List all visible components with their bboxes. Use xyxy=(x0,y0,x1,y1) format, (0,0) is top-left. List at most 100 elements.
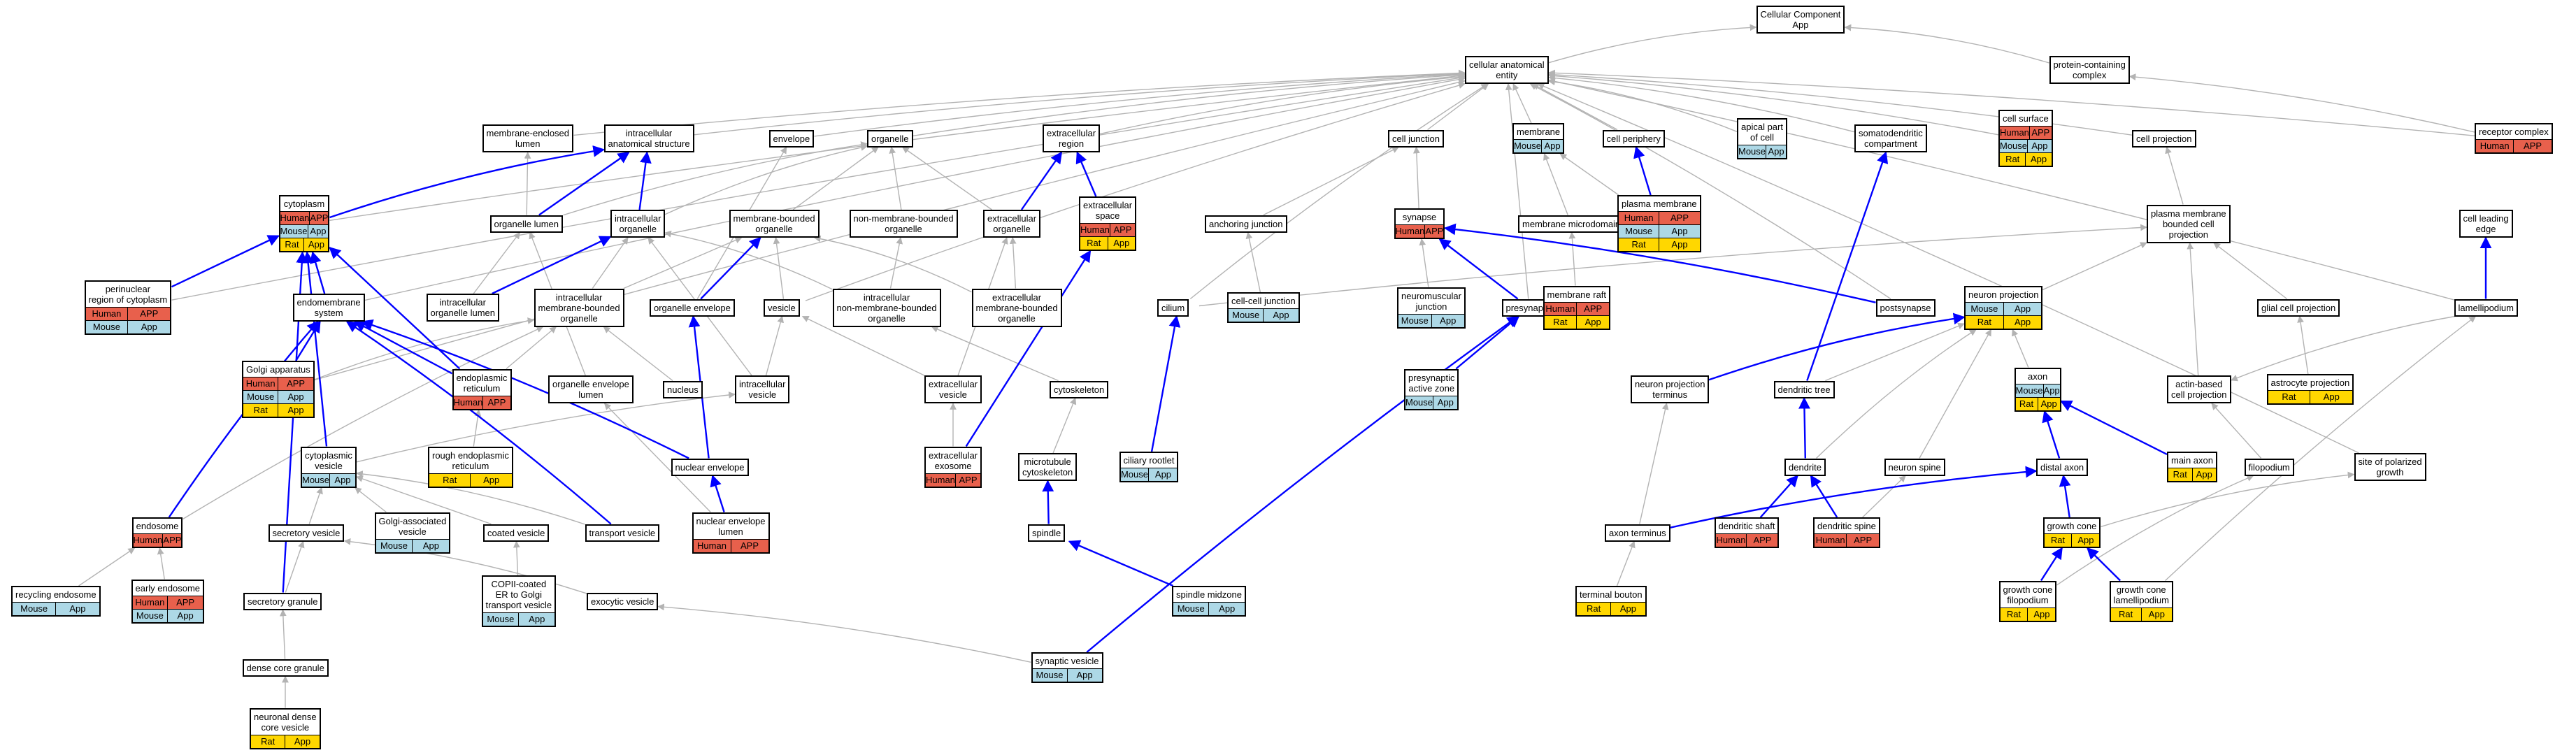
node-exmbo[interactable]: extracellular membrane-bounded organelle xyxy=(971,288,1062,327)
node-ns[interactable]: neuron spine xyxy=(1884,458,1945,476)
node-nmbo[interactable]: non-membrane-bounded organelle xyxy=(849,210,958,238)
node-nuc[interactable]: nucleus xyxy=(663,380,703,398)
node-da[interactable]: distal axon xyxy=(2036,458,2089,476)
node-copii[interactable]: COPII-coated ER to Golgi transport vesic… xyxy=(481,575,557,627)
node-ias[interactable]: intracellular anatomical structure xyxy=(603,124,694,152)
node-sv[interactable]: secretory vesicle xyxy=(268,524,345,542)
node-exv[interactable]: extracellular vesicle xyxy=(924,375,982,403)
node-ems[interactable]: endomembrane system xyxy=(292,294,365,322)
node-abcp[interactable]: actin-based cell projection xyxy=(2167,375,2231,403)
node-fil[interactable]: filopodium xyxy=(2244,458,2294,476)
node-inmbo[interactable]: intracellular non-membrane-bounded organ… xyxy=(832,288,941,327)
node-ves[interactable]: vesicle xyxy=(764,299,800,317)
is-a-edge xyxy=(931,326,1059,382)
node-exo[interactable]: extracellular organelle xyxy=(983,210,1041,238)
node-pmbcp[interactable]: plasma membrane bounded cell projection xyxy=(2147,204,2231,243)
node-mbo[interactable]: membrane-bounded organelle xyxy=(729,210,820,238)
node-cp[interactable]: cell periphery xyxy=(1602,129,1665,148)
node-iv[interactable]: intracellular vesicle xyxy=(735,375,790,403)
node-iol[interactable]: intracellular organelle lumen xyxy=(426,294,500,322)
node-spd[interactable]: spindle xyxy=(1028,524,1066,542)
node-orl[interactable]: organelle lumen xyxy=(489,215,564,233)
species-name: Mouse xyxy=(1514,141,1542,151)
node-dt[interactable]: dendritic tree xyxy=(1773,380,1835,398)
part-of-edge xyxy=(329,246,461,370)
node-env[interactable]: envelope xyxy=(768,129,815,148)
node-cov[interactable]: coated vesicle xyxy=(483,524,550,542)
node-exr[interactable]: extracellular region xyxy=(1043,124,1101,152)
node-sdc[interactable]: somatodendritic compartment xyxy=(1854,124,1927,152)
node-mmd[interactable]: membrane microdomain xyxy=(1518,215,1625,233)
node-cj[interactable]: cell junction xyxy=(1388,129,1444,148)
node-cc[interactable]: Cellular Component App xyxy=(1756,6,1845,34)
node-sg[interactable]: secretory granule xyxy=(243,592,322,610)
node-csk[interactable]: cytoskeleton xyxy=(1050,380,1109,398)
node-imbo[interactable]: intracellular membrane-bounded organelle xyxy=(534,288,624,327)
node-mtc[interactable]: microtubule cytoskeleton xyxy=(1018,453,1078,481)
node-ec[interactable]: exocytic vesicle xyxy=(587,592,659,610)
node-cle[interactable]: cell leading edge xyxy=(2459,210,2513,238)
node-ne[interactable]: nuclear envelope xyxy=(671,458,749,476)
node-mel[interactable]: membrane-enclosed lumen xyxy=(482,124,574,152)
node-label: spindle midzone xyxy=(1176,589,1242,600)
node-pos[interactable]: postsynapse xyxy=(1875,299,1935,317)
node-oel[interactable]: organelle envelope lumen xyxy=(548,375,634,403)
node-den[interactable]: dendrite xyxy=(1784,458,1826,476)
node-cpr[interactable]: cell projection xyxy=(2132,129,2196,148)
node-io[interactable]: intracellular organelle xyxy=(610,210,666,238)
node-npt[interactable]: neuron projection terminus xyxy=(1631,375,1710,403)
gene-name: APP xyxy=(127,308,170,320)
node-ajn[interactable]: anchoring junction xyxy=(1205,215,1287,233)
node-spg[interactable]: site of polarized growth xyxy=(2354,453,2426,481)
node-gcp[interactable]: glial cell projection xyxy=(2257,299,2340,317)
node-cae[interactable]: cellular anatomical entity xyxy=(1465,56,1549,84)
node-at[interactable]: axon terminus xyxy=(1605,524,1670,542)
node-oe[interactable]: organelle envelope xyxy=(650,299,735,317)
node-cil[interactable]: cilium xyxy=(1157,299,1189,317)
node-pcc[interactable]: protein-containing complex xyxy=(2049,56,2130,84)
node-lam[interactable]: lamellipodium xyxy=(2454,299,2518,317)
node-dcg[interactable]: dense core granule xyxy=(242,659,329,677)
node-org[interactable]: organelle xyxy=(867,129,913,148)
node-tv[interactable]: transport vesicle xyxy=(585,524,660,542)
